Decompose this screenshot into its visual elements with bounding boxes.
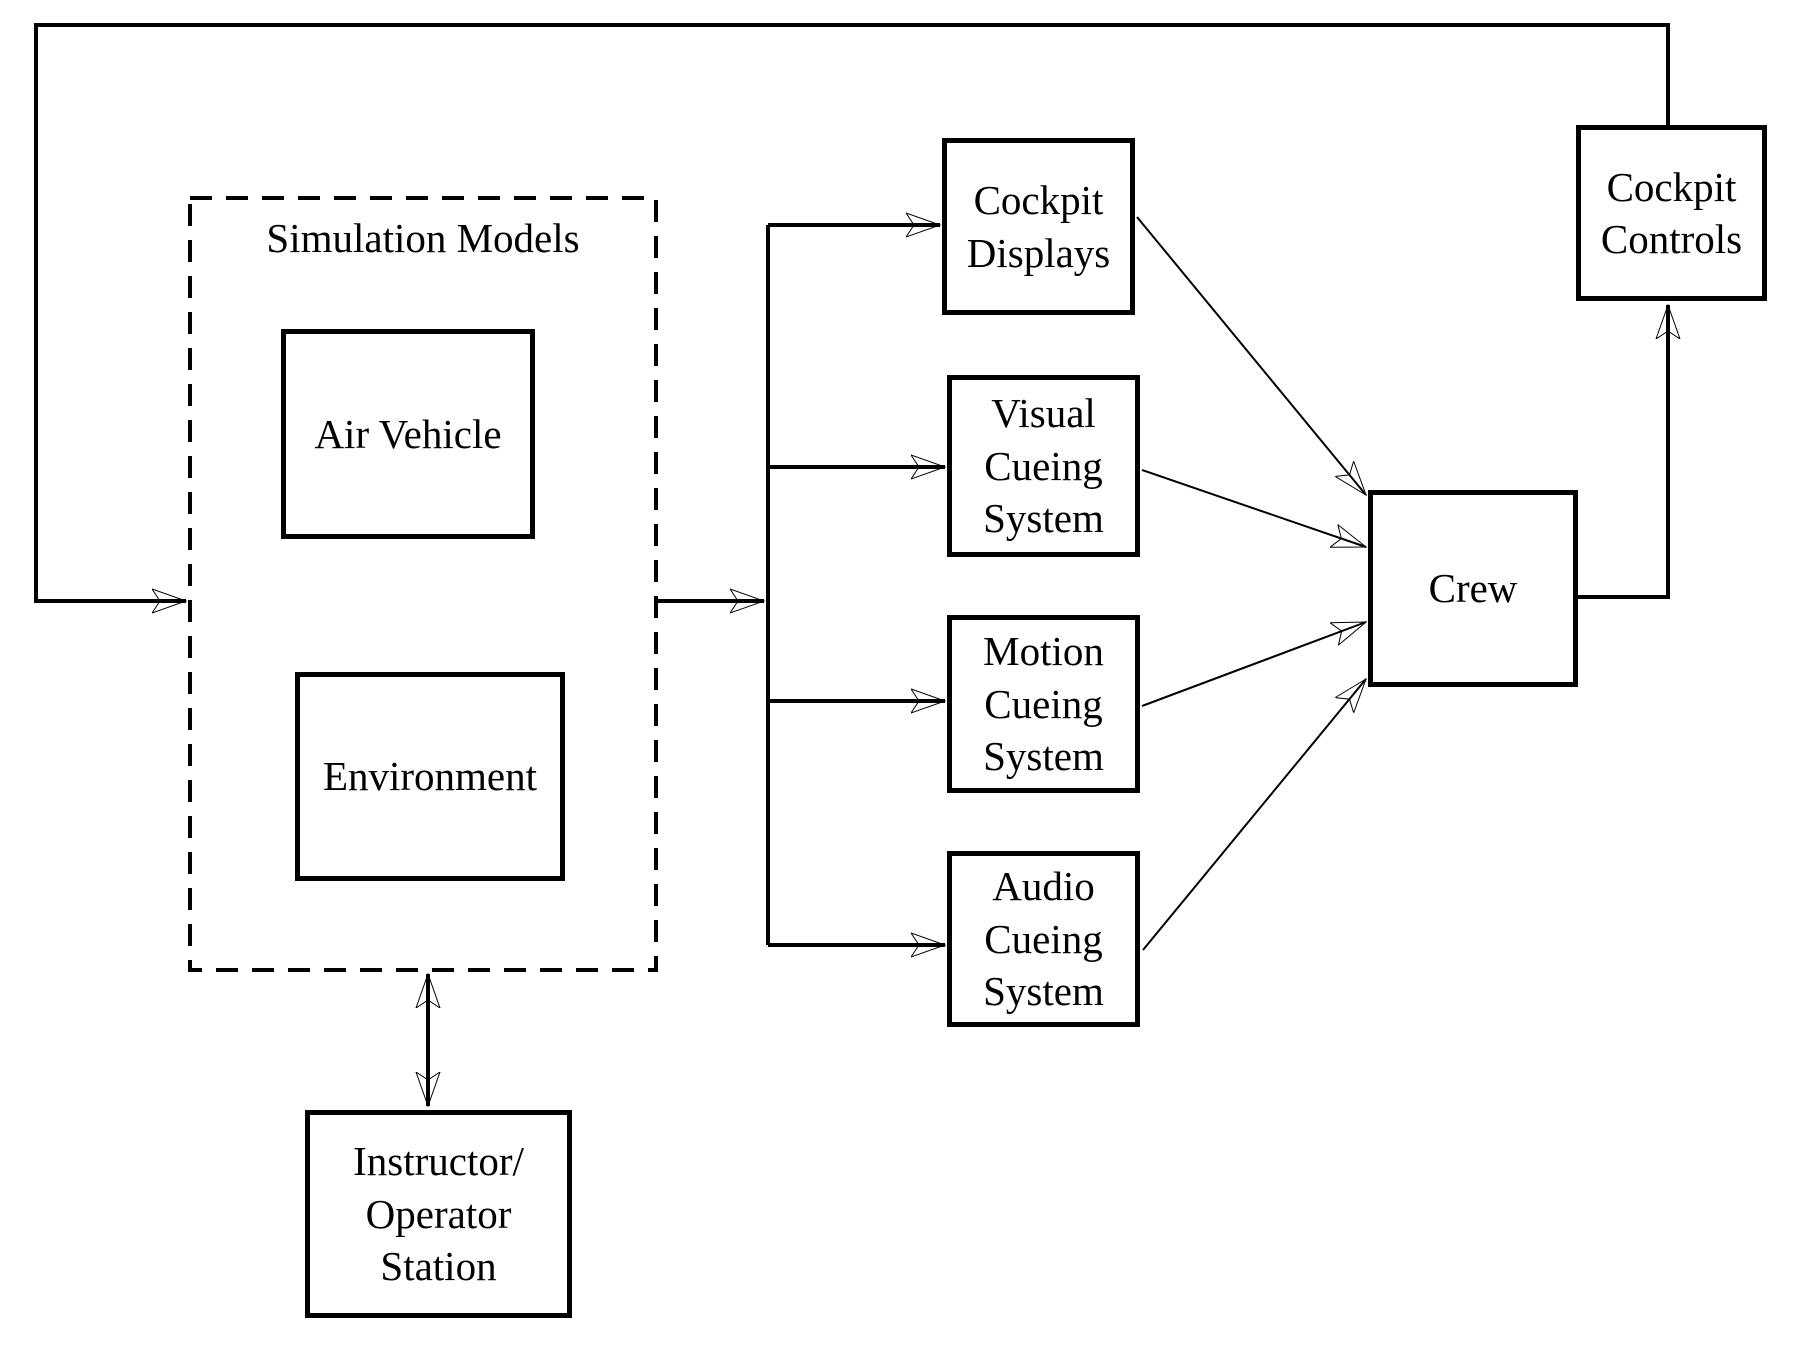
air-vehicle-label: Air Vehicle	[314, 410, 502, 457]
visual-cueing-system-label: Visual Cueing System	[983, 390, 1104, 542]
motion-cueing-system-label: Motion Cueing System	[983, 628, 1104, 780]
cockpit-displays-box: Cockpit Displays	[942, 138, 1135, 315]
crew-box: Crew	[1368, 490, 1578, 687]
arrow-controls-to-simulation	[34, 23, 1670, 601]
environment-label: Environment	[322, 753, 538, 800]
arrow-visual-cueing-to-crew	[1141, 469, 1366, 548]
instructor-operator-station-label: Instructor/ Operator Station	[353, 1138, 524, 1290]
instructor-operator-station-box: Instructor/ Operator Station	[305, 1110, 572, 1318]
audio-cueing-system-box: Audio Cueing System	[947, 851, 1140, 1027]
motion-cueing-system-box: Motion Cueing System	[947, 615, 1140, 793]
cockpit-controls-label: Cockpit Controls	[1600, 163, 1743, 262]
visual-cueing-system-box: Visual Cueing System	[947, 375, 1140, 557]
simulation-models-label: Simulation Models	[266, 215, 580, 261]
arrow-audio-cueing-to-crew	[1142, 679, 1366, 951]
simulation-models-dashed-border	[188, 196, 658, 972]
audio-cueing-system-label: Audio Cueing System	[983, 863, 1104, 1015]
environment-box: Environment	[295, 672, 565, 881]
air-vehicle-box: Air Vehicle	[281, 329, 535, 539]
arrow-motion-cueing-to-crew	[1141, 621, 1366, 707]
arrow-crew-to-cockpit-controls	[1578, 305, 1668, 599]
cockpit-controls-box: Cockpit Controls	[1576, 125, 1767, 301]
cockpit-displays-label: Cockpit Displays	[966, 177, 1111, 276]
arrow-cockpit-displays-to-crew	[1136, 216, 1366, 495]
crew-label: Crew	[1428, 565, 1518, 612]
